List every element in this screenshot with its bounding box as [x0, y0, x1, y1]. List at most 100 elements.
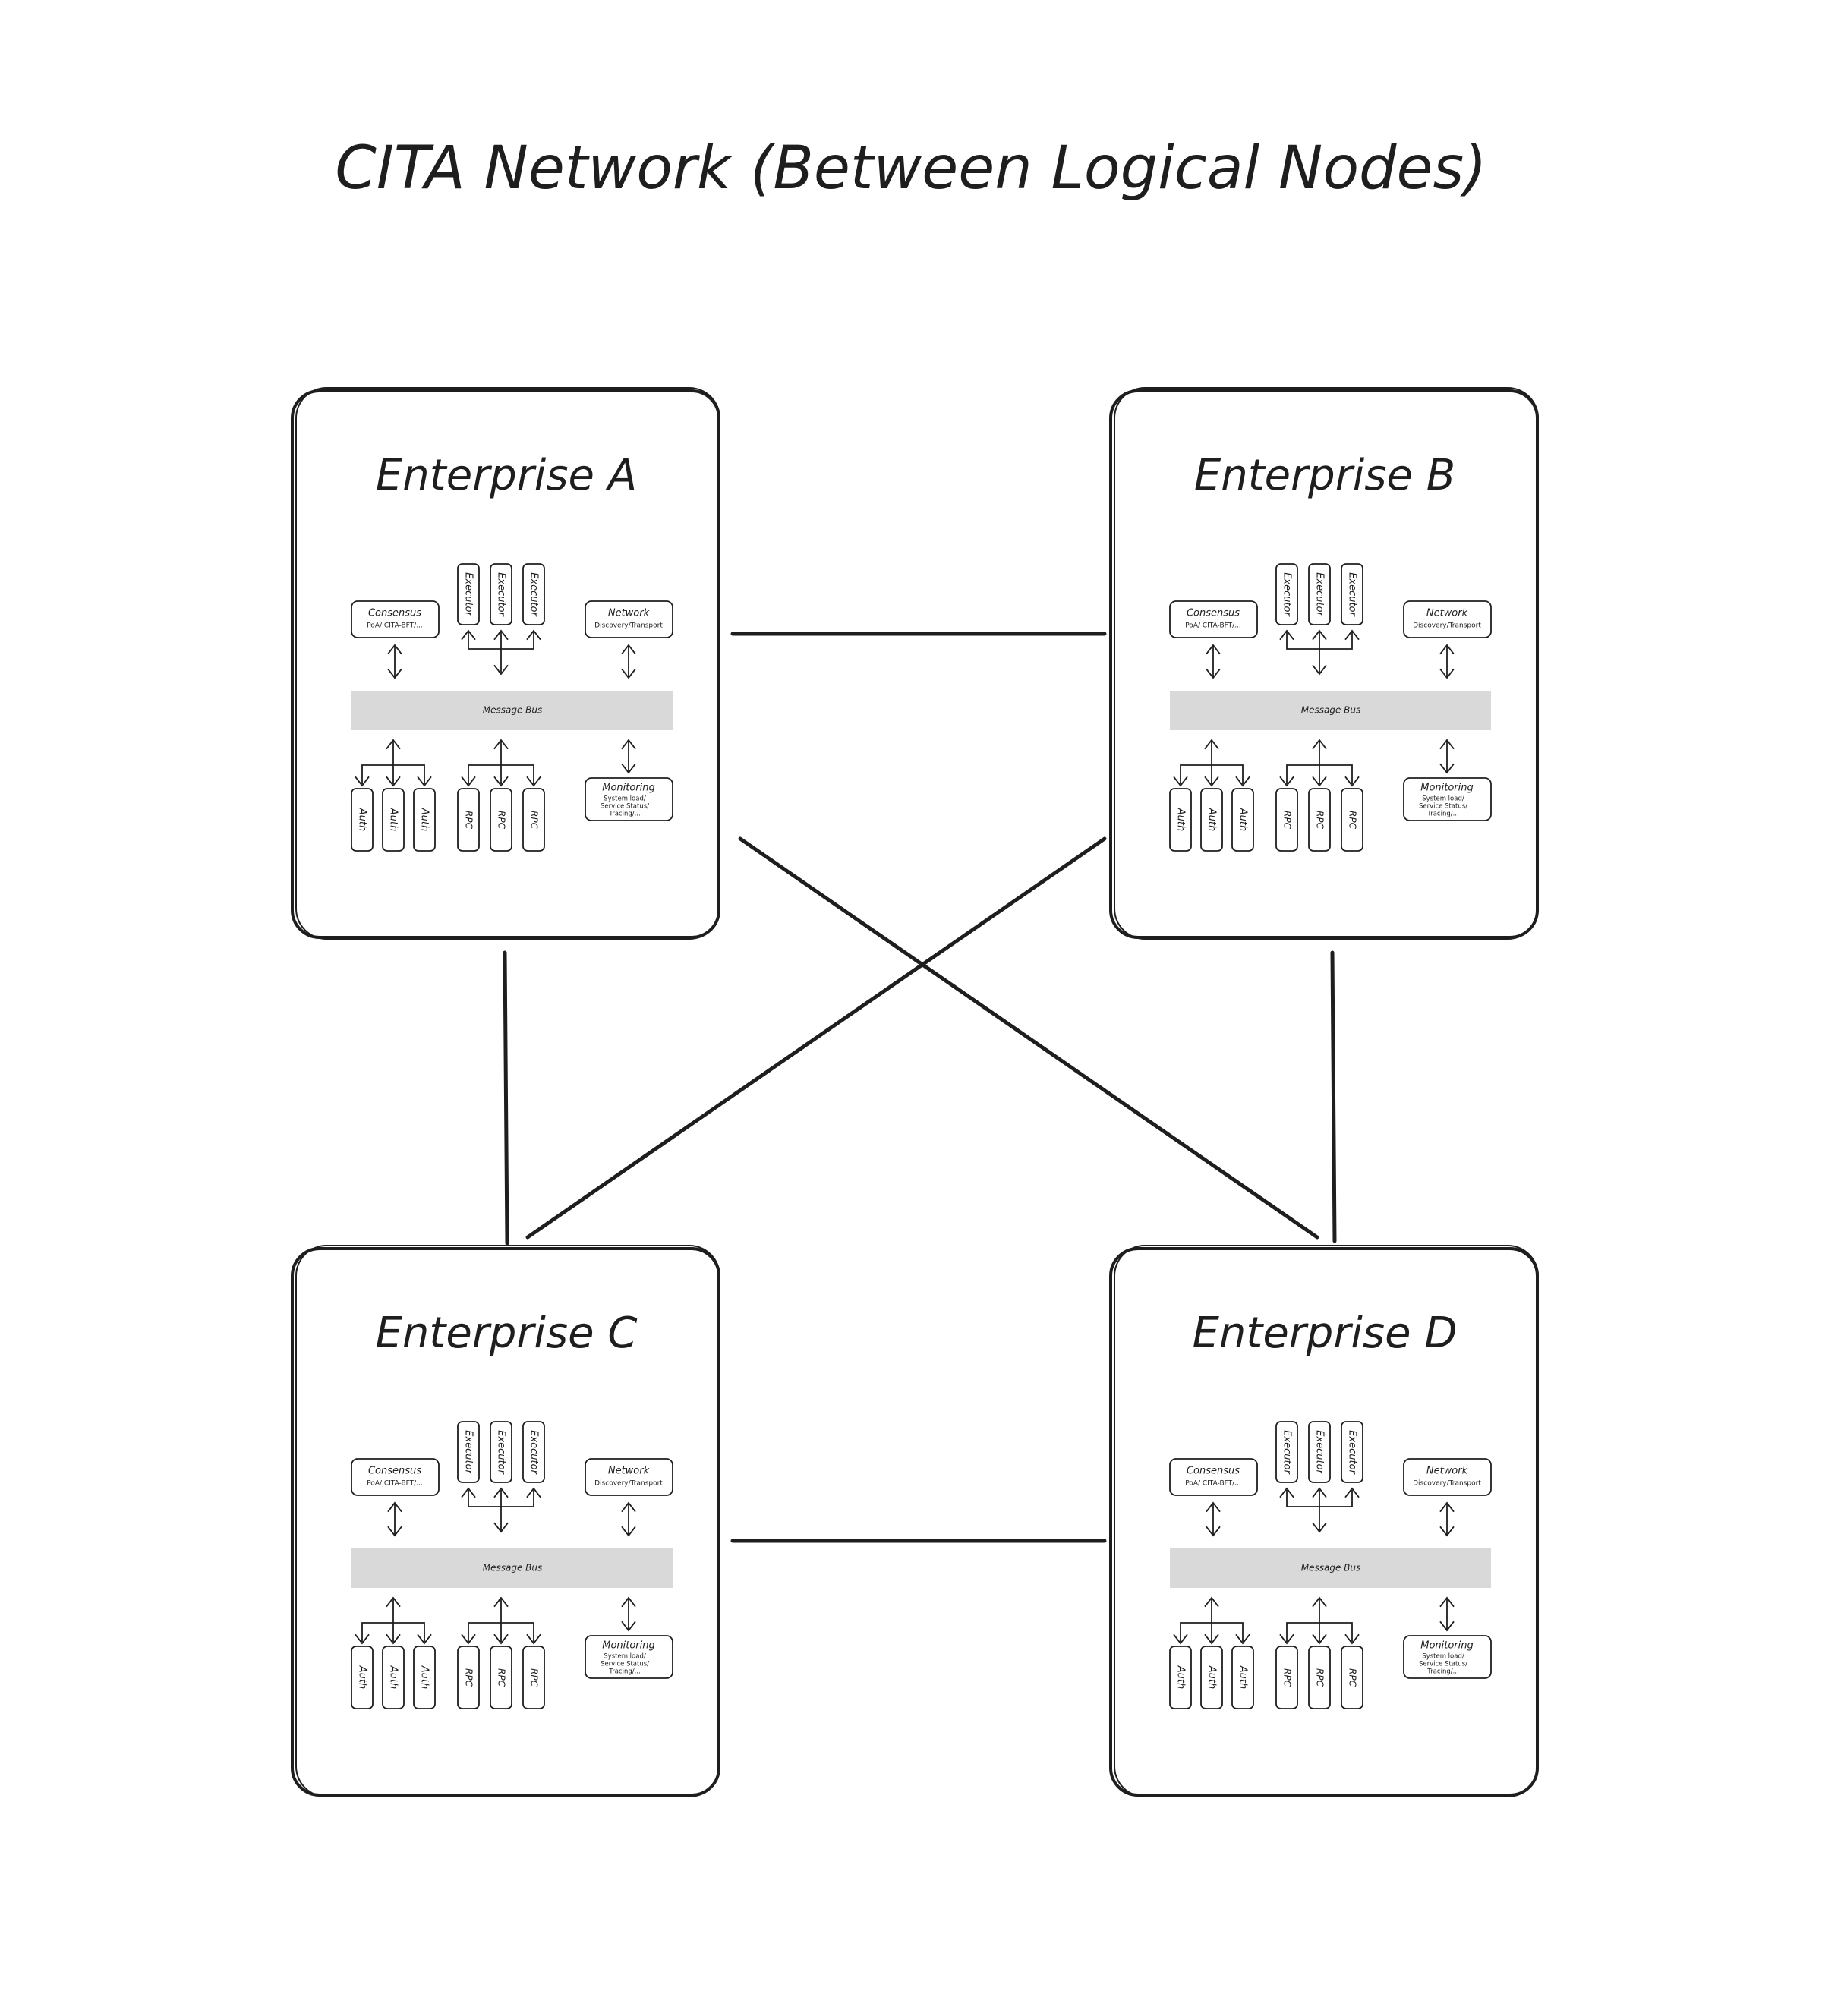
rpc-module [1308, 1646, 1331, 1709]
monitoring-sub: Tracing/... [608, 811, 640, 818]
rpc-label: RPC [1282, 811, 1293, 830]
arrow-head [1344, 1633, 1360, 1645]
executor-connector [1286, 632, 1353, 674]
rpc-label: RPC [529, 1668, 540, 1687]
arrow-head [1206, 1526, 1221, 1537]
message-bus-label: Message Bus [483, 1563, 543, 1573]
executor-connector [468, 632, 534, 674]
arrow-head [493, 1522, 509, 1533]
arrow-head [1279, 629, 1294, 641]
arrow-head [386, 1596, 401, 1608]
rpc-connector [1286, 1598, 1353, 1642]
consensus-label: Consensus [1187, 1466, 1240, 1477]
network-sub: Discovery/Transport [1413, 1480, 1481, 1488]
executor-label: Executor [1347, 572, 1358, 617]
monitoring-label: Monitoring [1420, 783, 1474, 794]
network-label: Network [1426, 1466, 1468, 1477]
node-outline-sketch [1114, 387, 1539, 940]
arrow-head [461, 1633, 476, 1645]
consensus-module [351, 600, 440, 638]
network-module [1403, 600, 1492, 638]
connection-a-c [503, 950, 509, 1246]
monitoring-sub: Service Status/ [1419, 1661, 1467, 1668]
consensus-sub: PoA/ CITA-BFT/... [1185, 622, 1241, 630]
executor-module [457, 563, 480, 625]
arrow-head [526, 1487, 541, 1498]
auth-module [1200, 1646, 1223, 1709]
executor-label: Executor [1314, 572, 1326, 617]
message-bus-label: Message Bus [1301, 1563, 1361, 1573]
message-bus-label: Message Bus [1301, 705, 1361, 716]
rpc-connector [468, 1598, 534, 1642]
enterprise-title: Enterprise C [376, 1309, 638, 1358]
rpc-label: RPC [1315, 1668, 1326, 1687]
arrow-head [1206, 1501, 1221, 1513]
rpc-module [490, 1646, 512, 1709]
arrow-head [1312, 776, 1327, 787]
arrow-head [355, 776, 370, 787]
arrow-head [1439, 763, 1455, 774]
network-label: Network [1426, 608, 1468, 619]
arrow-head [493, 1487, 509, 1498]
auth-label: Auth [1206, 808, 1218, 831]
executor-label: Executor [496, 1430, 507, 1475]
arrow-head [461, 629, 476, 641]
monitoring-module [1403, 1635, 1492, 1679]
arrow-head [1173, 1633, 1188, 1645]
executor-module [490, 1421, 512, 1483]
monitoring-sub: Service Status/ [601, 1661, 649, 1668]
arrow-head [1235, 776, 1250, 787]
connection-lines [503, 632, 1337, 1543]
auth-label: Auth [357, 1665, 368, 1689]
auth-label: Auth [388, 1665, 399, 1689]
arrow-head [1439, 668, 1455, 679]
rpc-label: RPC [464, 811, 474, 830]
arrow-head [1204, 776, 1219, 787]
arrow-head [1206, 644, 1221, 655]
rpc-connector [1286, 740, 1353, 784]
arrow-head [461, 776, 476, 787]
arrow-head [621, 1621, 636, 1632]
monitoring-module [1403, 777, 1492, 821]
message-bus [351, 1548, 673, 1588]
consensus-sub: PoA/ CITA-BFT/... [367, 622, 423, 630]
auth-module [1169, 788, 1192, 852]
arrow-head [493, 1596, 509, 1608]
arrow-head [1439, 1526, 1455, 1537]
executor-module [1308, 563, 1331, 625]
rpc-label: RPC [464, 1668, 474, 1687]
monitoring-sub: Tracing/... [1426, 811, 1458, 818]
rpc-label: RPC [1348, 1668, 1358, 1687]
arrow-head [526, 629, 541, 641]
arrow-head [1204, 1596, 1219, 1608]
arrow-head [493, 739, 509, 750]
executor-label: Executor [528, 572, 540, 617]
message-bus [1170, 1548, 1491, 1588]
consensus-label: Consensus [368, 608, 421, 619]
message-bus [351, 691, 673, 730]
connection-b-c [525, 836, 1107, 1240]
arrow-head [1312, 1596, 1327, 1608]
executor-label: Executor [1314, 1430, 1326, 1475]
arrow-head [1312, 664, 1327, 676]
rpc-label: RPC [496, 811, 507, 830]
executor-module [1308, 1421, 1331, 1483]
node-outline-sketch [295, 387, 720, 940]
arrow-head [621, 1596, 636, 1608]
diagram-title: CITA Network (Between Logical Nodes) [335, 134, 1486, 203]
arrow-head [1439, 1501, 1455, 1513]
monitoring-sub: Tracing/... [608, 1668, 640, 1676]
auth-label: Auth [357, 808, 368, 831]
arrow-head [1206, 668, 1221, 679]
auth-connector [1180, 1598, 1244, 1642]
monitoring-module [585, 1635, 673, 1679]
arrow-head [621, 763, 636, 774]
executor-module [522, 1421, 545, 1483]
rpc-module [522, 1646, 545, 1709]
enterprise-title: Enterprise D [1193, 1309, 1458, 1358]
monitoring-label: Monitoring [602, 1640, 655, 1652]
executor-module [1341, 1421, 1363, 1483]
arrow-head [1204, 739, 1219, 750]
